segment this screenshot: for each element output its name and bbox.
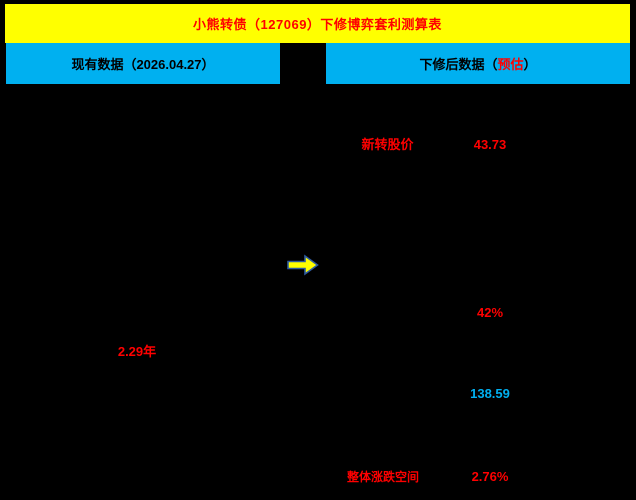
revised-data-header-highlight: 预估 (497, 57, 524, 72)
right-arrow-icon (287, 254, 319, 276)
current-data-header-label: 现有数据（2026.04.27） (71, 57, 215, 72)
page-title: 小熊转债（127069）下修博弈套利测算表 (193, 17, 442, 32)
overall-change-value: 2.76% (471, 469, 509, 484)
title-bar: 小熊转债（127069）下修博弈套利测算表 (5, 4, 630, 43)
new-conversion-price-value: 43.73 (473, 137, 507, 152)
new-conversion-price-label: 新转股价 (361, 137, 414, 152)
remaining-maturity-value: 2.29年 (117, 344, 157, 359)
overall-change-label: 整体涨跌空间 (346, 470, 419, 484)
premium-rate-value: 42% (476, 305, 504, 320)
revised-data-header-suffix: ） (523, 57, 537, 72)
bond-price-value: 138.59 (470, 386, 510, 401)
revised-data-header-prefix: 下修后数据（ (419, 57, 498, 72)
revised-data-header: 下修后数据（预估） (326, 43, 630, 84)
revised-data-header-label: 下修后数据（预估） (419, 54, 536, 73)
current-data-header: 现有数据（2026.04.27） (6, 43, 280, 84)
